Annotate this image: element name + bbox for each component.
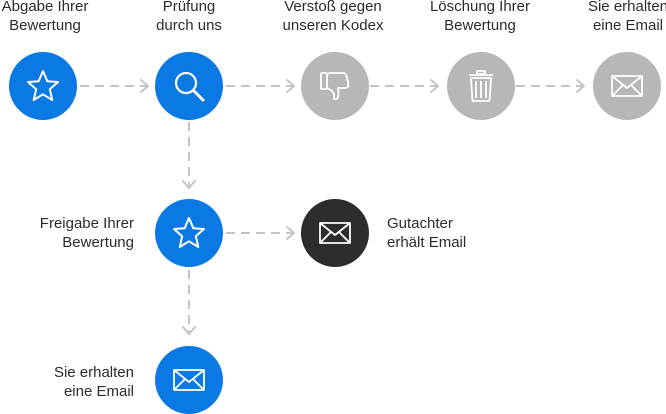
arrowhead bbox=[140, 79, 149, 93]
step-label-loeschung: Löschung Ihrer Bewertung bbox=[429, 0, 531, 34]
mail-icon bbox=[173, 369, 205, 391]
step-label-email-top: Sie erhalten eine Email bbox=[587, 0, 666, 34]
step-node-freigabe bbox=[155, 199, 223, 267]
step-label-pruefung: Prüfung durch uns bbox=[156, 0, 222, 34]
step-label-gutachter: Gutachter erhält Email bbox=[387, 215, 467, 251]
arrowhead bbox=[286, 226, 295, 240]
step-node-loeschung bbox=[447, 52, 515, 120]
star-icon bbox=[27, 70, 59, 101]
step-node-pruefung bbox=[155, 52, 223, 120]
thumbs-down-icon bbox=[320, 72, 350, 101]
step-node-email-top bbox=[593, 52, 661, 120]
step-label-abgabe: Abgabe Ihrer Bewertung bbox=[1, 0, 89, 34]
trash-icon bbox=[469, 70, 493, 102]
star-icon bbox=[173, 217, 205, 248]
mail-icon bbox=[319, 222, 351, 244]
step-node-email-bottom bbox=[155, 346, 223, 414]
step-node-abgabe bbox=[9, 52, 77, 120]
mail-icon bbox=[611, 75, 643, 97]
step-label-verstoss: Verstoß gegen unseren Kodex bbox=[282, 0, 384, 34]
step-label-email-bottom: Sie erhalten eine Email bbox=[53, 364, 134, 400]
arrowhead bbox=[286, 79, 295, 93]
step-label-freigabe: Freigabe Ihrer Bewertung bbox=[39, 215, 134, 251]
step-node-gutachter bbox=[301, 199, 369, 267]
arrowhead bbox=[182, 326, 196, 335]
search-icon bbox=[174, 71, 205, 102]
step-node-verstoss bbox=[301, 52, 369, 120]
arrowhead bbox=[576, 79, 585, 93]
arrowhead bbox=[430, 79, 439, 93]
arrowhead bbox=[182, 180, 196, 189]
